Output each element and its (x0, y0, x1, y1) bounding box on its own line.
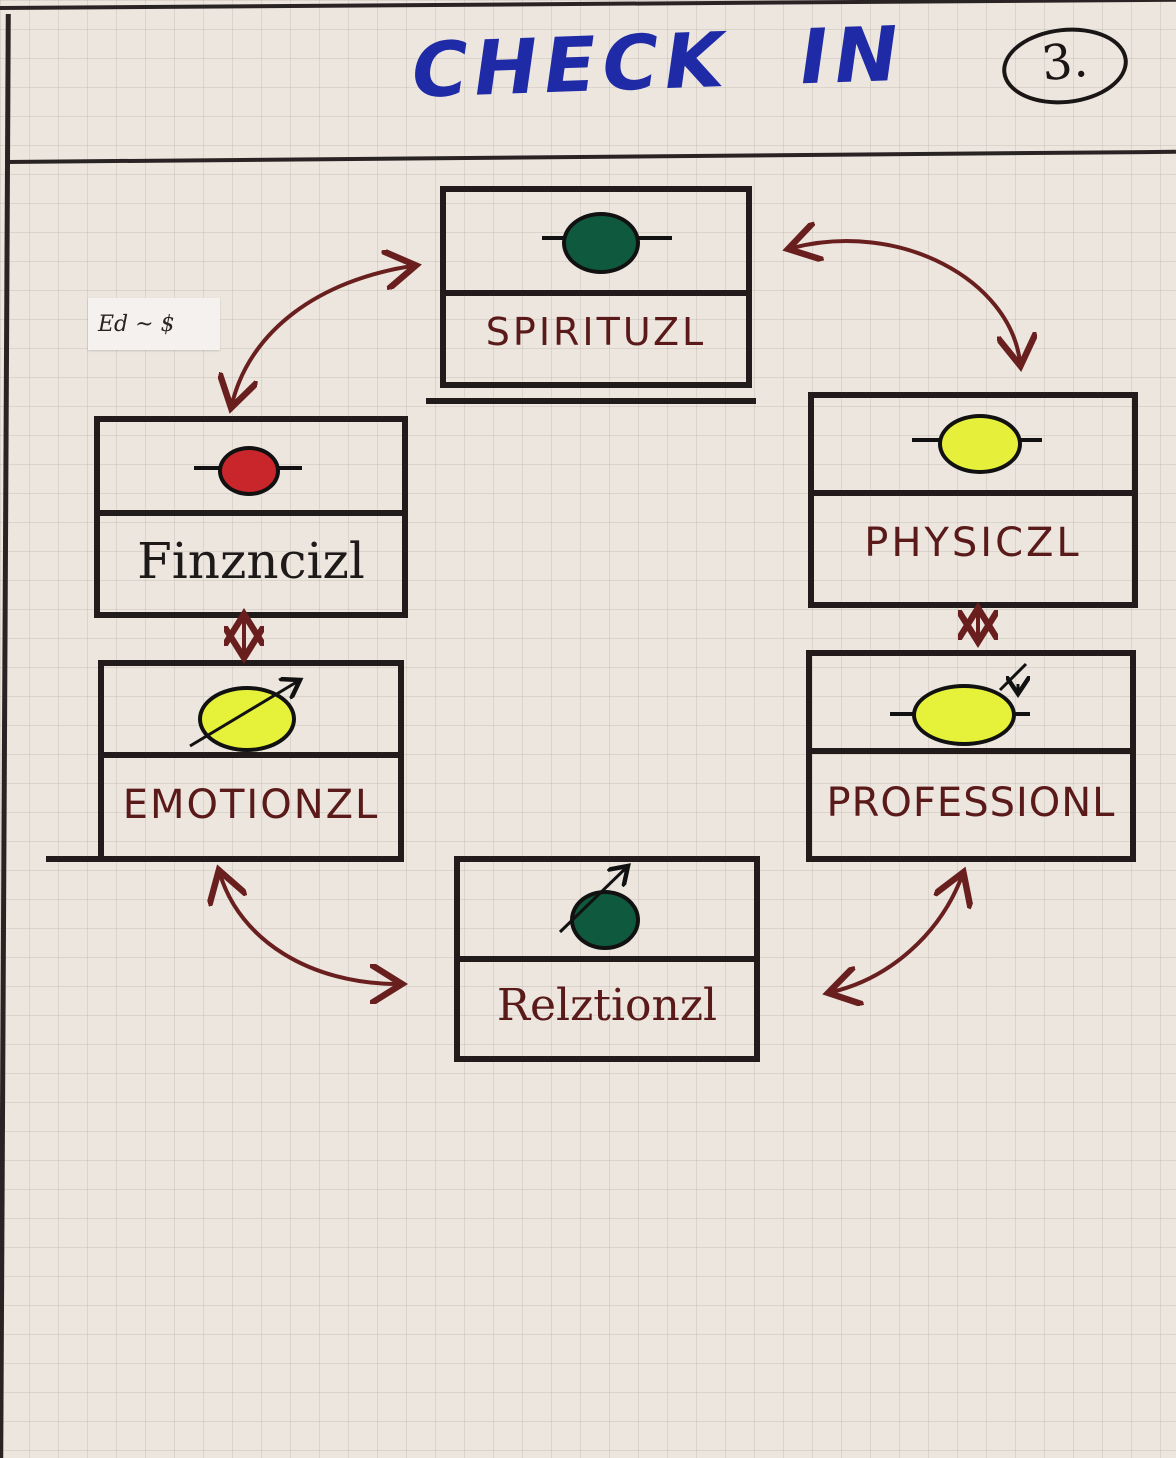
status-indicator-red (218, 446, 280, 496)
box-professional: PROFESSIONL (806, 650, 1136, 862)
box-label-emotional: EMOTIONZL (122, 782, 380, 828)
box-divider (806, 748, 1136, 754)
box-divider (98, 752, 404, 758)
box-financial: Finzncizl (94, 416, 408, 618)
box-label-professional: PROFESSIONL (826, 780, 1116, 826)
trend-arrow-professional (1000, 662, 1026, 694)
box-divider (454, 956, 760, 962)
box-physical: PHYSICZL (808, 392, 1138, 608)
box-label-relational: Relztionzl (496, 980, 718, 1031)
box-divider (440, 290, 752, 296)
box-label-financial: Finzncizl (137, 532, 365, 590)
box-label-physical: PHYSICZL (864, 520, 1082, 566)
arrow-emotional-relational (220, 874, 398, 984)
status-indicator-yellow (198, 686, 296, 752)
sticky-note: Ed ~ $ (88, 298, 220, 350)
status-indicator-green (562, 212, 640, 274)
status-indicator-yellow (938, 414, 1022, 474)
box-underline (46, 856, 402, 862)
arrow-spiritual-financial (232, 266, 412, 404)
box-divider (94, 510, 408, 516)
box-relational: Relztionzl (454, 856, 760, 1062)
trend-arrow-emotional (189, 680, 300, 748)
arrow-professional-relational (832, 876, 962, 992)
sticky-note-text: Ed ~ $ (98, 312, 175, 337)
box-divider (808, 490, 1138, 496)
trend-arrow-relational (558, 866, 628, 934)
box-underline (426, 398, 756, 404)
box-label-spiritual: SPIRITUZL (485, 310, 707, 354)
box-spiritual: SPIRITUZL (440, 186, 752, 388)
arrow-spiritual-physical (792, 241, 1020, 362)
